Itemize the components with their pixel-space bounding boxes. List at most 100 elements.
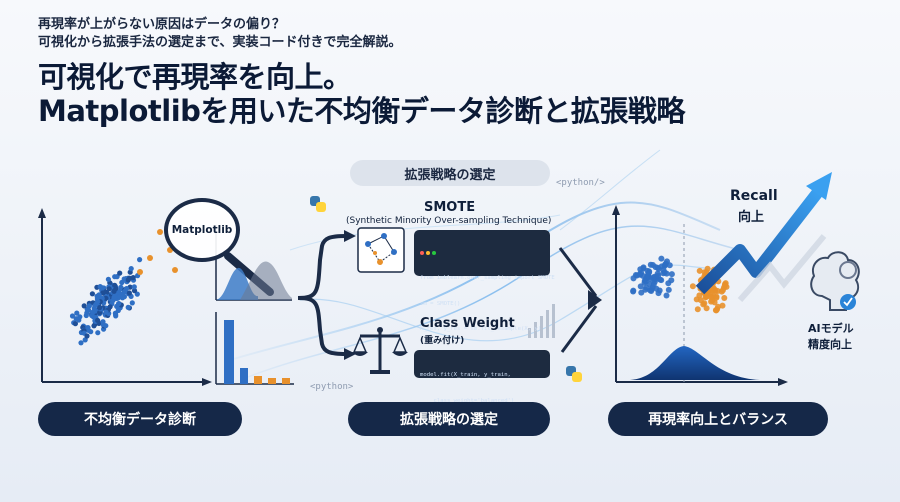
ai-brain-icon: [810, 251, 860, 311]
pill-recall-balance: 再現率向上とバランス: [608, 402, 828, 436]
magnifier-label: Matplotlib: [164, 198, 240, 262]
scatter-point-majority: [103, 295, 109, 301]
scatter-point-majority: [655, 272, 662, 279]
scatter-point-majority: [117, 294, 123, 300]
scatter-point-majority: [73, 316, 79, 322]
pill-strategy-selection: 拡張戦略の選定: [348, 402, 550, 436]
scatter-point-majority: [103, 309, 109, 315]
recall-label: Recall: [730, 188, 778, 204]
scatter-point-majority: [114, 303, 120, 309]
scatter-point-minority: [715, 303, 721, 310]
scatter-point-majority: [113, 313, 119, 319]
scatter-point-majority: [111, 294, 117, 300]
smote-code-line-3: X_res, y_res = sm.fit_resample(X, y): [420, 326, 542, 332]
scatter-point-majority: [656, 287, 663, 294]
scatter-point-majority: [100, 285, 106, 291]
scatter-point-minority: [719, 302, 726, 309]
scatter-point-majority: [112, 274, 118, 280]
recall-up-label: 向上: [738, 210, 765, 225]
scatter-point-majority: [137, 257, 143, 263]
scatter-point-majority: [95, 330, 101, 336]
scatter-point-minority: [718, 288, 725, 295]
recall-up-arrow: [695, 172, 832, 302]
scatter-point-majority: [649, 284, 656, 291]
scatter-point-majority: [658, 255, 665, 262]
scatter-point-majority: [84, 333, 90, 339]
python-tag-2: <python>: [310, 382, 354, 392]
scatter-point-minority: [694, 306, 701, 313]
scatter-point-majority: [630, 288, 637, 295]
scatter-point-majority: [107, 304, 113, 310]
mini-distribution-plot: [215, 225, 292, 301]
scatter-point-majority: [72, 321, 78, 327]
scatter-point-majority: [649, 274, 656, 281]
smote-title: SMOTE: [424, 200, 476, 215]
scatter-point-majority: [69, 313, 76, 319]
scatter-point-minority: [703, 305, 710, 312]
merge-arrow: [558, 247, 602, 353]
scatter-point-majority: [95, 317, 101, 323]
scatter-point-majority: [89, 291, 95, 297]
scatter-point-majority: [86, 303, 92, 309]
scatter-point-minority: [709, 287, 716, 294]
subtitle-line-1: 再現率が上がらない原因はデータの偏り？: [38, 17, 286, 32]
scatter-point-majority: [128, 266, 134, 272]
scatter-point-minority: [700, 301, 707, 308]
balance-scale-icon: [352, 327, 408, 374]
scatter-point-majority: [122, 288, 128, 294]
subtitle-line-2: 可視化から拡張手法の選定まで、実装コード付きで完全解説。: [38, 35, 402, 50]
scatter-point-majority: [637, 283, 644, 290]
scatter-point-majority: [106, 286, 112, 292]
scatter-point-majority: [105, 276, 111, 282]
title-line-2: Matplotlibを用いた不均衡データ診断と拡張戦略: [38, 94, 685, 128]
header: 再現率が上がらない原因はデータの偏り？ 可視化から拡張手法の選定まで、実装コード…: [38, 16, 878, 128]
python-logo-icon: [310, 196, 326, 212]
scatter-point-majority: [78, 340, 84, 346]
ai-precision-label: 精度向上: [808, 338, 852, 351]
title-line-1: 可視化で再現率を向上。: [38, 60, 352, 94]
ai-model-label: AIモデル: [808, 322, 854, 335]
scatter-point-minority: [721, 282, 728, 289]
smote-code-line-2: sm = SMOTE(): [420, 300, 461, 307]
scatter-point-minority: [696, 292, 703, 299]
scatter-point-majority: [665, 286, 672, 293]
scatter-point-majority: [88, 329, 94, 335]
scatter-point-majority: [125, 304, 131, 310]
scatter-point-majority: [646, 269, 653, 276]
smote-description: (Synthetic Minority Over-sampling Techni…: [346, 216, 552, 226]
scatter-point-majority: [81, 303, 87, 309]
scatter-point-minority: [713, 294, 720, 301]
scatter-point-majority: [95, 299, 101, 305]
scatter-point-majority: [637, 266, 644, 273]
cw-code-line-2: class_weight='balanced'): [420, 397, 515, 404]
scatter-point-majority: [92, 303, 98, 309]
scatter-point-majority: [115, 307, 121, 314]
scatter-point-majority: [641, 279, 648, 286]
scatter-point-majority: [111, 288, 117, 294]
weight-bars-icon: [528, 304, 555, 338]
scatter-point-majority: [636, 271, 643, 277]
mini-bar-chart: [215, 312, 294, 385]
scatter-point-majority: [90, 309, 96, 315]
scatter-point-majority: [100, 321, 106, 328]
scatter-point-majority: [126, 275, 133, 281]
python-logo-icon-2: [566, 366, 582, 382]
scatter-point-majority: [638, 289, 645, 296]
scatter-point-minority: [711, 299, 718, 306]
scatter-point-majority: [129, 300, 135, 306]
scatter-point-minority: [696, 267, 703, 274]
scatter-point-majority: [666, 262, 673, 269]
scatter-point-majority: [131, 284, 137, 290]
scatter-point-majority: [84, 310, 90, 316]
scatter-point-minority: [147, 255, 153, 261]
scatter-point-minority: [701, 269, 708, 276]
smote-network-icon: [357, 227, 405, 273]
smote-code-line-1: from imblearn.over_sampling import SMOTE: [420, 275, 555, 281]
scatter-point-majority: [663, 292, 670, 299]
scatter-point-minority: [721, 295, 728, 301]
scatter-point-majority: [131, 288, 138, 294]
scatter-point-majority: [119, 279, 125, 286]
class-weight-title: Class Weight: [420, 316, 515, 331]
scatter-point-majority: [647, 261, 654, 268]
